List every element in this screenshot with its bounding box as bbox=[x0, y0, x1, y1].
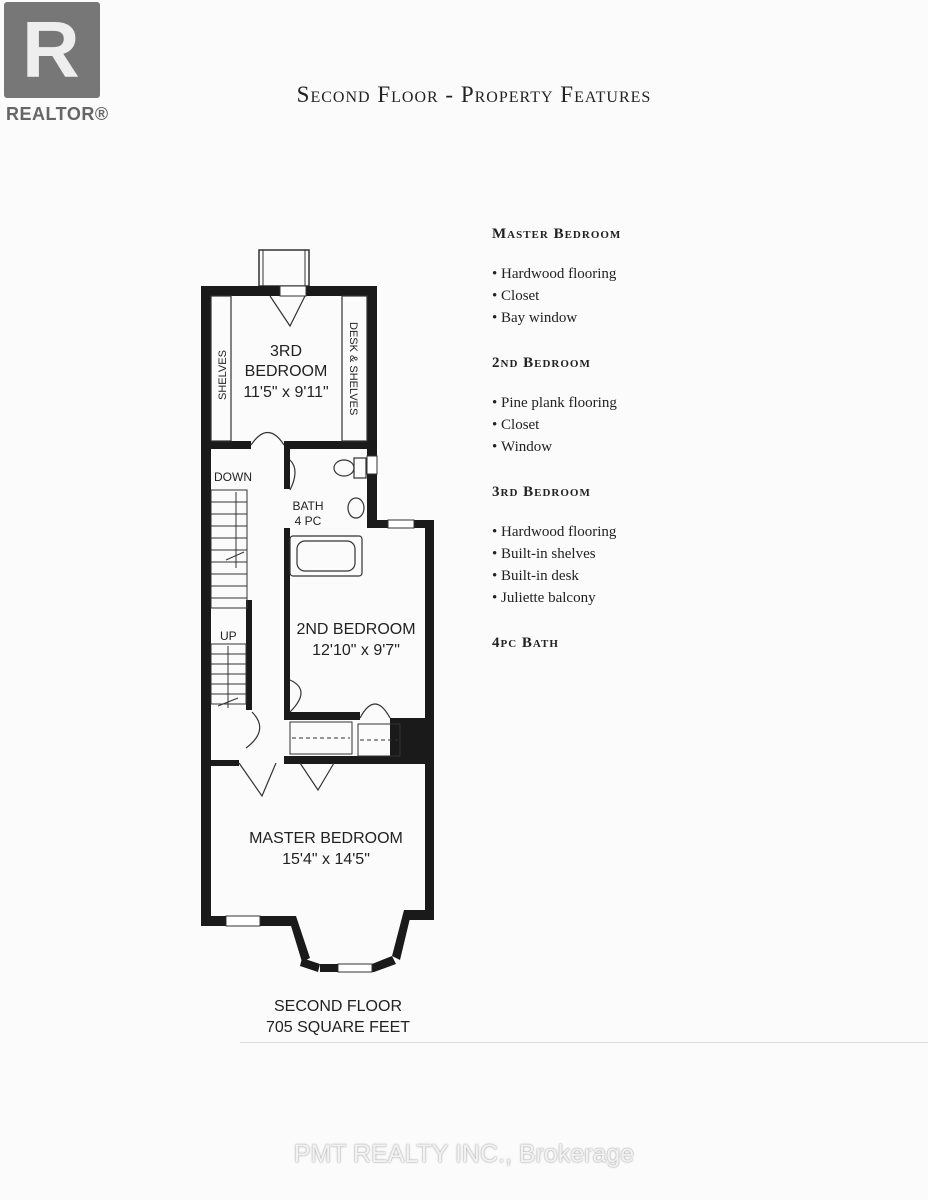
third-bedroom-size: 11'5" x 9'11" bbox=[243, 384, 328, 401]
feature-list-3rd: Hardwood flooring Built-in shelves Built… bbox=[492, 521, 912, 609]
second-bedroom-size: 12'10" x 9'7" bbox=[312, 642, 400, 659]
realtor-logo-letter: R bbox=[22, 5, 80, 94]
staircase bbox=[210, 489, 248, 708]
interior-walls bbox=[211, 441, 425, 766]
second-bedroom-label: 2ND BEDROOM bbox=[296, 621, 415, 638]
feature-heading-bath: 4pc Bath bbox=[492, 635, 559, 651]
page-title: Second Floor - Property Features bbox=[296, 82, 652, 107]
closets bbox=[289, 721, 401, 757]
juliette-balcony bbox=[258, 249, 310, 287]
realtor-logo-text: REALTOR® bbox=[6, 104, 109, 124]
floor-area: 705 SQUARE FEET bbox=[265, 1019, 411, 1036]
realtor-logo-mark: R bbox=[4, 2, 100, 98]
feature-item: Built-in shelves bbox=[492, 543, 912, 565]
feature-heading-3rd: 3rd Bedroom bbox=[492, 484, 591, 500]
bath-type: 4 PC bbox=[295, 514, 322, 528]
feature-item: Hardwood flooring bbox=[492, 263, 912, 285]
property-features: Master Bedroom Hardwood flooring Closet … bbox=[492, 226, 912, 652]
feature-item: Window bbox=[492, 436, 912, 458]
master-bedroom-label: MASTER BEDROOM bbox=[249, 830, 403, 847]
built-in-shelves bbox=[210, 295, 232, 442]
realtor-logo: R REALTOR® bbox=[0, 0, 112, 126]
feature-item: Closet bbox=[492, 285, 912, 307]
feature-list-2nd: Pine plank flooring Closet Window bbox=[492, 392, 912, 458]
feature-list-master: Hardwood flooring Closet Bay window bbox=[492, 263, 912, 329]
floor-name: SECOND FLOOR bbox=[273, 998, 402, 1015]
door-swings bbox=[238, 295, 391, 798]
desk-and-shelves bbox=[341, 295, 368, 442]
feature-item: Built-in desk bbox=[492, 565, 912, 587]
third-bedroom-label-2: BEDROOM bbox=[245, 363, 328, 380]
stairs-up-label: UP bbox=[220, 629, 237, 643]
floor-caption: SECOND FLOOR 705 SQUARE FEET bbox=[238, 996, 438, 1038]
feature-item: Pine plank flooring bbox=[492, 392, 912, 414]
brokerage-watermark: PMT REALTY INC., Brokerage bbox=[293, 1140, 635, 1168]
desk-shelves-label: DESK & SHELVES bbox=[347, 322, 359, 415]
stairs-down-label: DOWN bbox=[214, 470, 252, 484]
third-bedroom-label: 3RD bbox=[270, 343, 302, 360]
master-bedroom-size: 15'4" x 14'5" bbox=[282, 851, 370, 868]
bath-fixtures bbox=[289, 457, 367, 577]
feature-item: Juliette balcony bbox=[492, 587, 912, 609]
floor-plan: 3RD BEDROOM 11'5" x 9'11" SHELVES DESK &… bbox=[201, 249, 434, 973]
feature-item: Closet bbox=[492, 414, 912, 436]
feature-item: Bay window bbox=[492, 307, 912, 329]
bath-label: BATH bbox=[292, 499, 323, 513]
feature-heading-master: Master Bedroom bbox=[492, 226, 622, 242]
feature-heading-2nd: 2nd Bedroom bbox=[492, 355, 591, 371]
shelves-label: SHELVES bbox=[217, 350, 229, 400]
feature-item: Hardwood flooring bbox=[492, 521, 912, 543]
divider bbox=[240, 1042, 928, 1043]
